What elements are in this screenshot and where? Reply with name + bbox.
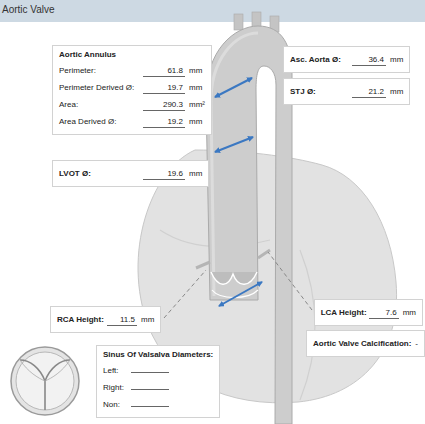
measurement-row: Asc. Aorta Ø:36.4 mm — [290, 51, 403, 68]
measurement-row: STJ Ø:21.2 mm — [290, 83, 403, 100]
measurement-row: RCA Height:11.5 mm — [57, 311, 154, 328]
field-label: LVOT Ø: — [59, 165, 143, 182]
measurement-box: STJ Ø:21.2 mm — [283, 78, 410, 105]
blank-line — [131, 363, 169, 373]
measurement-row: Right: — [103, 379, 213, 396]
field-label: LCA Height: — [321, 304, 369, 321]
unit-label: mm — [189, 62, 202, 79]
field-value: 61.8 — [143, 65, 185, 77]
field-label: Area: — [59, 96, 143, 113]
field-label: Asc. Aorta Ø: — [290, 51, 352, 68]
field-value: 7.6 — [369, 307, 399, 319]
page-title: Aortic Valve — [2, 4, 55, 15]
header-bar — [0, 0, 425, 22]
measurement-box: LCA Height:7.6 mm — [314, 299, 423, 326]
blank-line — [131, 380, 169, 390]
unit-label: mm — [189, 79, 202, 96]
measurement-box: Aortic AnnulusPerimeter:61.8mmPerimeter … — [52, 45, 212, 135]
measurement-row: LVOT Ø:19.6 mm — [59, 165, 202, 182]
measurement-row: Perimeter Derived Ø:19.7 mm — [59, 79, 205, 96]
field-value: 19.2 — [143, 116, 185, 128]
measurement-row: Area:290.3 mm² — [59, 96, 205, 113]
field-label: Non: — [103, 396, 131, 413]
measurement-box: LVOT Ø:19.6 mm — [52, 160, 209, 187]
measurement-row: Non: — [103, 396, 213, 413]
box-heading: Sinus Of Valsalva Diameters: — [103, 350, 213, 359]
unit-label: mm — [390, 51, 403, 68]
unit-label: mm — [141, 311, 154, 328]
unit-label: mm — [189, 113, 202, 130]
unit-label: mm — [189, 165, 202, 182]
unit-label: mm — [390, 83, 403, 100]
measurement-row: Left: — [103, 362, 213, 379]
measurement-box: RCA Height:11.5 mm — [50, 306, 161, 333]
field-value: 290.3 — [143, 99, 185, 111]
unit-label: mm — [403, 304, 416, 321]
field-label: Area Derived Ø: — [59, 113, 143, 130]
field-value: 36.4 — [352, 54, 386, 66]
measurement-row: Area Derived Ø:19.2 mm — [59, 113, 205, 130]
field-value: 19.7 — [143, 82, 185, 94]
field-value: 21.2 — [352, 86, 386, 98]
blank-line — [131, 397, 169, 407]
measurement-row: Perimeter:61.8 mm — [59, 62, 205, 79]
measurement-row: LCA Height:7.6 mm — [321, 304, 416, 321]
measurement-box: Aortic Valve Calcification:- — [306, 330, 425, 357]
measurement-row: Aortic Valve Calcification:- — [313, 335, 418, 352]
box-heading: Aortic Annulus — [59, 50, 205, 59]
field-label: RCA Height: — [57, 311, 107, 328]
field-label: Left: — [103, 362, 131, 379]
field-label: STJ Ø: — [290, 83, 352, 100]
field-label: Right: — [103, 379, 131, 396]
unit-label: mm² — [189, 96, 205, 113]
field-label: Perimeter Derived Ø: — [59, 79, 143, 96]
field-value: - — [415, 335, 418, 352]
measurement-box: Asc. Aorta Ø:36.4 mm — [283, 46, 410, 73]
field-value: 11.5 — [107, 314, 137, 326]
field-label: Perimeter: — [59, 62, 143, 79]
measurement-box: Sinus Of Valsalva Diameters: Left:Right:N… — [96, 345, 220, 418]
field-label: Aortic Valve Calcification: — [313, 335, 411, 352]
field-value: 19.6 — [143, 168, 185, 180]
